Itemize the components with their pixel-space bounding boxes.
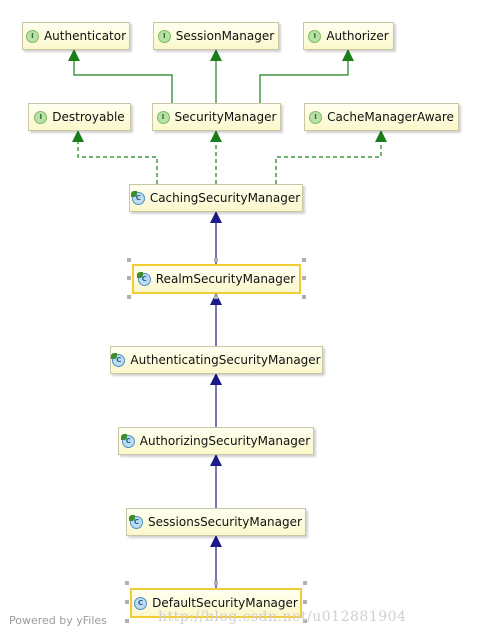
selection-handle[interactable] [214,295,218,299]
node-sessions-security-manager[interactable]: C SessionsSecurityManager [126,508,306,536]
abstract-class-icon: C [120,433,135,448]
node-destroyable[interactable]: I Destroyable [28,103,131,131]
selection-handle[interactable] [127,276,131,280]
powered-by-footer: Powered by yFiles [9,614,107,627]
node-label: Destroyable [52,110,125,124]
edge-caching-destroyable [72,130,158,184]
selection-handle[interactable] [302,258,306,262]
abstract-class-icon: C [136,271,151,286]
edge-security-manager-authorizer [259,49,354,103]
node-authorizer[interactable]: I Authorizer [303,22,394,50]
node-session-manager[interactable]: I SessionManager [153,22,279,50]
interface-icon: I [34,110,48,124]
node-realm-security-manager[interactable]: C RealmSecurityManager [132,264,301,294]
selection-handle[interactable] [302,295,306,299]
node-default-security-manager[interactable]: C DefaultSecurityManager [130,588,302,618]
node-label: Authenticator [43,29,127,43]
node-label: Authorizer [326,29,389,43]
selection-handle[interactable] [302,276,306,280]
node-label: AuthorizingSecurityManager [139,434,311,448]
node-label: SessionsSecurityManager [148,515,302,529]
selection-handle[interactable] [125,619,129,623]
node-security-manager[interactable]: I SecurityManager [152,103,281,131]
node-label: AuthenticatingSecurityManager [130,353,321,367]
selection-handle[interactable] [303,619,307,623]
node-label: DefaultSecurityManager [152,596,298,610]
abstract-class-icon: C [130,190,145,205]
node-authorizing-security-manager[interactable]: C AuthorizingSecurityManager [118,427,314,455]
selection-handle[interactable] [214,258,218,262]
selection-handle[interactable] [127,258,131,262]
node-cache-manager-aware[interactable]: I CacheManagerAware [304,103,459,131]
edge-security-manager-authenticator [68,49,173,103]
node-label: SecurityManager [174,110,277,124]
selection-handle[interactable] [125,600,129,604]
node-label: SessionManager [175,29,275,43]
watermark: http://blog.csdn.net/u012881904 [158,609,407,625]
selection-handle[interactable] [303,581,307,585]
abstract-class-icon: C [129,514,144,529]
abstract-class-icon: C [111,352,126,367]
interface-icon: I [157,29,171,43]
selection-handle[interactable] [127,295,131,299]
interface-icon: I [309,110,323,124]
node-caching-security-manager[interactable]: C CachingSecurityManager [129,184,303,212]
interface-icon: I [156,110,170,124]
node-label: CachingSecurityManager [149,191,301,205]
node-authenticator[interactable]: I Authenticator [22,22,130,50]
interface-icon: I [308,29,322,43]
interface-icon: I [25,29,39,43]
node-label: RealmSecurityManager [155,272,296,286]
selection-handle[interactable] [125,581,129,585]
node-label: CacheManagerAware [327,110,454,124]
selection-handle[interactable] [303,600,307,604]
class-icon: C [134,596,148,610]
selection-handle[interactable] [214,581,218,585]
edge-caching-cache-manager-aware [275,130,387,184]
node-authenticating-security-manager[interactable]: C AuthenticatingSecurityManager [110,346,323,374]
